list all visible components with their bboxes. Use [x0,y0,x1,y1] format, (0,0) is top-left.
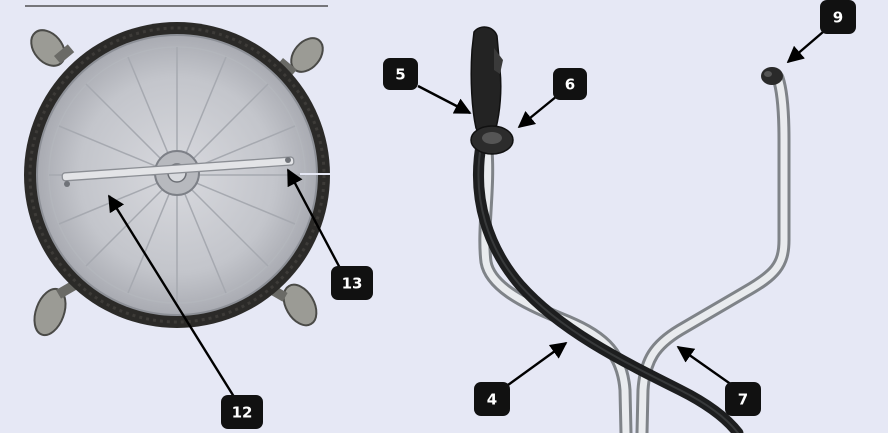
end-cap [761,67,783,85]
svg-text:9: 9 [833,9,843,27]
callout-7: 7 [725,382,761,416]
caster-top-left [24,24,74,73]
svg-text:5: 5 [395,66,405,84]
callout-5: 5 [383,58,418,90]
handle-frame [471,27,784,433]
callout-4: 4 [474,382,510,416]
arrow-7 [678,347,732,385]
callout-6: 6 [553,68,587,100]
callout-9: 9 [820,0,856,34]
trigger-handle [471,27,501,135]
arrow-4 [508,343,566,385]
surface-cleaner [24,22,330,339]
svg-text:13: 13 [342,275,363,293]
arrow-5 [418,86,470,113]
callout-13: 13 [331,266,373,300]
svg-text:12: 12 [232,404,253,422]
svg-text:7: 7 [738,391,748,409]
arrow-6 [519,96,557,127]
svg-text:4: 4 [487,391,497,409]
arrow-9 [788,32,823,62]
hose [478,140,738,433]
svg-text:6: 6 [565,76,575,94]
caster-bottom-left [29,281,77,339]
callout-12: 12 [221,395,263,429]
